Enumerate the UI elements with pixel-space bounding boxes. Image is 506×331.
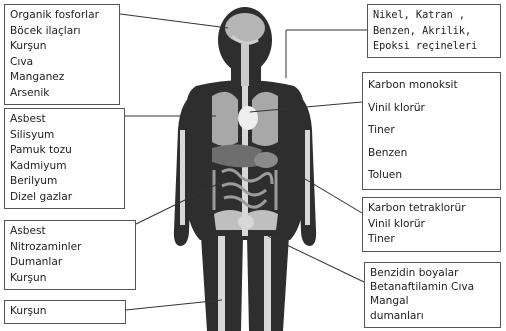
liver-toxin-2: Vinil klorür bbox=[368, 217, 495, 233]
brain-toxin-4: Cıva bbox=[10, 55, 114, 71]
bladder-toxin-3: Mangal bbox=[370, 294, 495, 308]
stomach bbox=[254, 152, 278, 168]
heart bbox=[238, 106, 258, 130]
brain-toxin-2: Böcek ilaçları bbox=[10, 24, 114, 40]
bone-toxins-box: Kurşun bbox=[4, 300, 126, 324]
stomach-toxin-3: Dumanlar bbox=[10, 255, 130, 271]
liver-toxins-box: Karbon tetraklorür Vinil klorür Tiner bbox=[362, 197, 501, 252]
brain-toxin-1: Organik fosforlar bbox=[10, 8, 114, 24]
lung-toxin-6: Dizel gazlar bbox=[10, 190, 119, 206]
blood-toxins-box: Karbon monoksit Vinil klorür Tiner Benze… bbox=[362, 72, 501, 190]
nose-toxin-2: Benzen, Akrilik, bbox=[373, 24, 495, 40]
bladder-toxin-2: Betanaftilamin Cıva bbox=[370, 280, 495, 294]
blood-toxin-5: Toluen bbox=[368, 164, 495, 187]
liver-toxin-1: Karbon tetraklorür bbox=[368, 201, 495, 217]
nose-toxin-3: Epoksi reçineleri bbox=[373, 39, 495, 55]
lung-toxin-3: Pamuk tozu bbox=[10, 143, 119, 159]
stomach-toxin-2: Nitrozaminler bbox=[10, 240, 130, 256]
stomach-toxin-4: Kurşun bbox=[10, 271, 130, 287]
bladder-toxin-1: Benzidin boyalar bbox=[370, 266, 495, 280]
liver-toxin-3: Tiner bbox=[368, 232, 495, 248]
stomach-toxins-box: Asbest Nitrozaminler Dumanlar Kurşun bbox=[4, 220, 136, 290]
lung-toxins-box: Asbest Silisyum Pamuk tozu Kadmiyum Beri… bbox=[4, 108, 125, 209]
blood-toxin-4: Benzen bbox=[368, 142, 495, 165]
bladder-toxin-4: dumanları bbox=[370, 309, 495, 323]
brain-toxins-box: Organik fosforlar Böcek ilaçları Kurşun … bbox=[4, 4, 120, 105]
bone-toxin-1: Kurşun bbox=[10, 304, 120, 320]
brain-toxin-3: Kurşun bbox=[10, 39, 114, 55]
lung-toxin-1: Asbest bbox=[10, 112, 119, 128]
liver bbox=[212, 144, 262, 167]
nose-toxins-box: Nikel, Katran , Benzen, Akrilik, Epoksi … bbox=[367, 4, 501, 58]
blood-toxin-3: Tiner bbox=[368, 119, 495, 142]
blood-toxin-1: Karbon monoksit bbox=[368, 74, 495, 97]
stomach-toxin-1: Asbest bbox=[10, 224, 130, 240]
lung-toxin-2: Silisyum bbox=[10, 128, 119, 144]
brain-toxin-6: Arsenik bbox=[10, 86, 114, 102]
blood-toxin-2: Vinil klorür bbox=[368, 97, 495, 120]
lung-toxin-4: Kadmiyum bbox=[10, 159, 119, 175]
bladder-toxins-box: Benzidin boyalar Betanaftilamin Cıva Man… bbox=[364, 262, 501, 328]
brain-toxin-5: Manganez bbox=[10, 70, 114, 86]
lung-toxin-5: Berilyum bbox=[10, 174, 119, 190]
nose-toxin-1: Nikel, Katran , bbox=[373, 8, 495, 24]
